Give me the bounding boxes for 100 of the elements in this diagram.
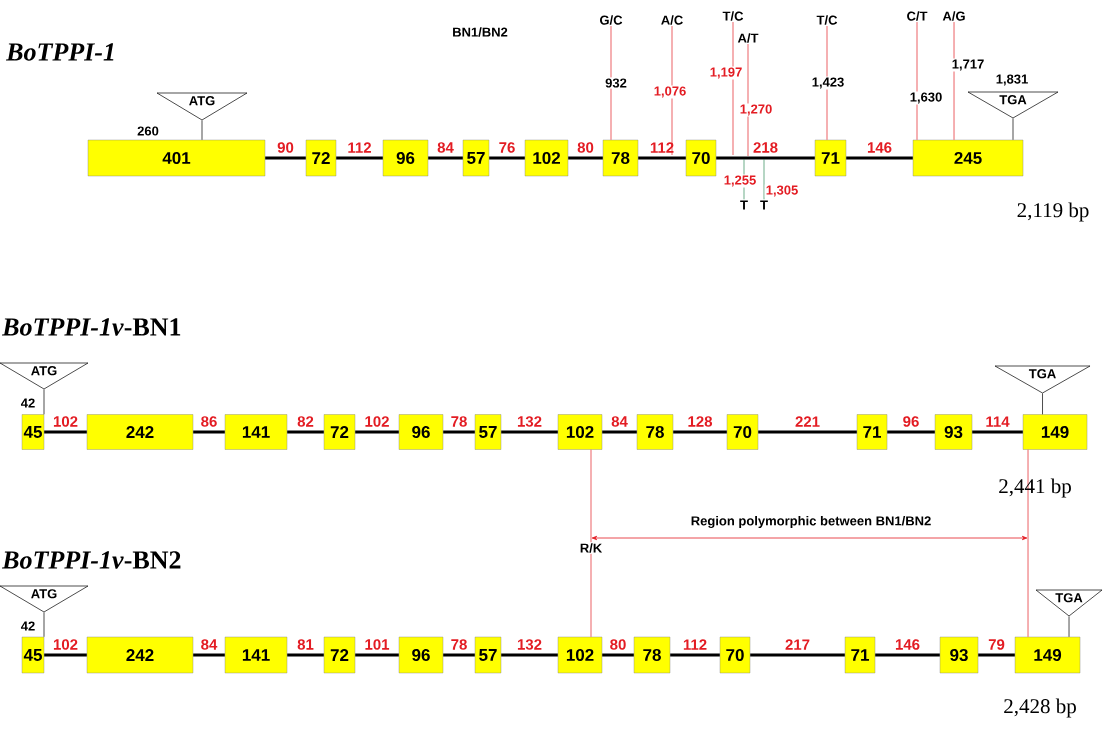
- intron-line: [193, 430, 225, 434]
- position-label: 1,630: [908, 91, 944, 105]
- snp-marker-line: [671, 25, 673, 156]
- exon-box: 72: [323, 636, 356, 674]
- intron-line: [265, 156, 306, 160]
- gene-length-label: 2,119 bp: [1017, 202, 1089, 222]
- region-label: Region polymorphic between BN1/BN2: [689, 514, 933, 530]
- intron-line: [602, 430, 637, 434]
- exon-box: 93: [939, 636, 979, 674]
- exon-box: 78: [602, 139, 639, 177]
- intron-line: [44, 430, 87, 434]
- snp-marker-line: [610, 25, 612, 141]
- edge-label: 146: [866, 141, 894, 154]
- connector-line: [201, 120, 203, 141]
- intron-line: [443, 430, 475, 434]
- codon-triangle: ATG: [156, 92, 248, 121]
- edge-label: 84: [199, 638, 219, 651]
- edge-label: 112: [648, 141, 676, 154]
- exon-box: 96: [382, 139, 429, 177]
- position-label: 1,270: [738, 103, 774, 117]
- amino-acid-label: R/K: [578, 542, 604, 554]
- exon-box: 71: [856, 414, 888, 450]
- allele-label: C/T: [907, 11, 928, 21]
- position-label: 1,717: [950, 58, 986, 72]
- exon-box: 57: [474, 414, 502, 450]
- exon-box: 102: [557, 636, 603, 674]
- intron-line: [846, 156, 913, 160]
- snp-marker-line: [763, 158, 765, 200]
- snp-marker-line: [826, 25, 828, 141]
- allele-label: A/T: [737, 33, 759, 43]
- codon-triangle: TGA: [1035, 589, 1103, 617]
- utr-length-label: 260: [136, 125, 160, 137]
- edge-label: 76: [497, 141, 517, 154]
- utr-length-label: 42: [19, 397, 37, 409]
- intron-line: [758, 430, 857, 434]
- exon-box: 78: [636, 414, 674, 450]
- gene-title: BoTPPI-1v-BN1: [1, 318, 181, 336]
- edge-label: 146: [894, 638, 922, 651]
- allele-label: T: [740, 200, 748, 210]
- gene-title: BoTPPI-1v-BN2: [1, 551, 181, 569]
- position-label: 1,305: [764, 184, 800, 198]
- edge-label: 79: [987, 638, 1006, 651]
- exon-box: 45: [21, 414, 45, 450]
- position-label: 932: [604, 77, 628, 89]
- exon-box: 93: [934, 414, 973, 450]
- codon-triangle: ATG: [0, 362, 89, 390]
- intron-line: [750, 653, 845, 657]
- exon-box: 242: [86, 414, 194, 450]
- edge-label: 128: [686, 415, 714, 428]
- snp-marker-line: [916, 21, 918, 141]
- allele-label: T/C: [816, 15, 838, 25]
- edge-label: 102: [52, 415, 79, 428]
- codon-triangle: ATG: [0, 585, 89, 613]
- position-label: 1,831: [994, 73, 1030, 87]
- exon-box: 102: [524, 139, 569, 177]
- note-label: BN1/BN2: [451, 26, 509, 38]
- edge-label: 84: [610, 415, 629, 428]
- connector-line: [590, 449, 592, 638]
- exon-box: 70: [726, 414, 759, 450]
- edge-label: 112: [346, 141, 373, 154]
- connector-line: [43, 612, 45, 638]
- intron-line: [336, 156, 383, 160]
- intron-line: [501, 653, 558, 657]
- gene-length-label: 2,428 bp: [1004, 698, 1076, 718]
- exon-box: 242: [86, 636, 194, 674]
- intron-line: [443, 653, 475, 657]
- allele-label: G/C: [600, 15, 623, 25]
- intron-line: [670, 653, 720, 657]
- gene-title: BoTPPI-1: [5, 43, 114, 61]
- exon-box: 96: [398, 414, 444, 450]
- edge-label: 86: [199, 415, 219, 428]
- intron-line: [972, 430, 1023, 434]
- connector-line: [1027, 449, 1029, 638]
- allele-label: T/C: [722, 11, 744, 21]
- snp-marker-line: [953, 21, 955, 141]
- exon-box: 141: [224, 414, 288, 450]
- intron-line: [193, 653, 225, 657]
- intron-line: [44, 653, 87, 657]
- edge-label: 96: [901, 415, 921, 428]
- intron-line: [489, 156, 525, 160]
- allele-label: A/C: [661, 15, 683, 25]
- connector-line: [1042, 393, 1043, 415]
- intron-line: [638, 156, 686, 160]
- connector-line: [1068, 616, 1070, 638]
- exon-box: 70: [719, 636, 751, 674]
- edge-label: 132: [516, 638, 543, 651]
- exon-box: 71: [844, 636, 876, 674]
- connector-line: [1012, 118, 1014, 141]
- edge-label: 132: [516, 415, 543, 428]
- gene-length-label: 2,441 bp: [999, 478, 1071, 498]
- edge-label: 102: [363, 415, 391, 428]
- intron-line: [887, 430, 935, 434]
- exon-box: 78: [633, 636, 671, 674]
- exon-box: 45: [21, 636, 45, 674]
- allele-label: A/G: [942, 11, 965, 21]
- position-label: 1,255: [722, 174, 758, 188]
- edge-label: 112: [681, 638, 709, 651]
- intron-line: [978, 653, 1015, 657]
- exon-box: 149: [1014, 636, 1081, 674]
- intron-line: [875, 653, 940, 657]
